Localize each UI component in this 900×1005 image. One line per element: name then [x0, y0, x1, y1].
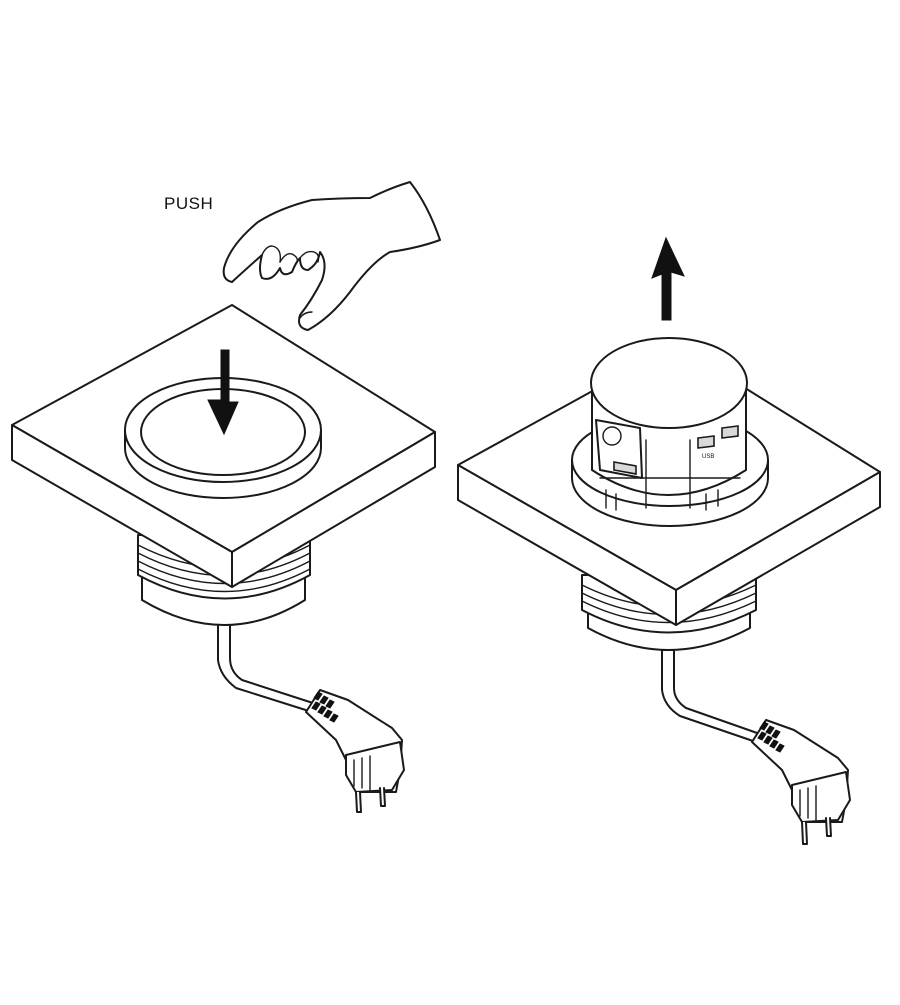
push-label: PUSH	[164, 194, 214, 213]
right-tower: USB	[590, 337, 748, 511]
svg-text:USB: USB	[702, 454, 714, 460]
plug-icon	[305, 689, 405, 813]
down-arrow-icon	[207, 349, 239, 436]
plug-grip	[311, 691, 339, 723]
right-lid-top	[590, 337, 748, 429]
socket-icon	[595, 419, 643, 479]
up-arrow-icon	[651, 236, 685, 321]
hand-icon	[222, 181, 441, 331]
plug-grip	[757, 721, 785, 753]
left-unit	[11, 181, 441, 813]
usb-port-icon: USB	[697, 425, 739, 460]
left-cable	[217, 614, 317, 713]
right-unit: USB	[457, 236, 881, 845]
plug-icon	[751, 719, 851, 845]
right-cable	[661, 649, 761, 743]
